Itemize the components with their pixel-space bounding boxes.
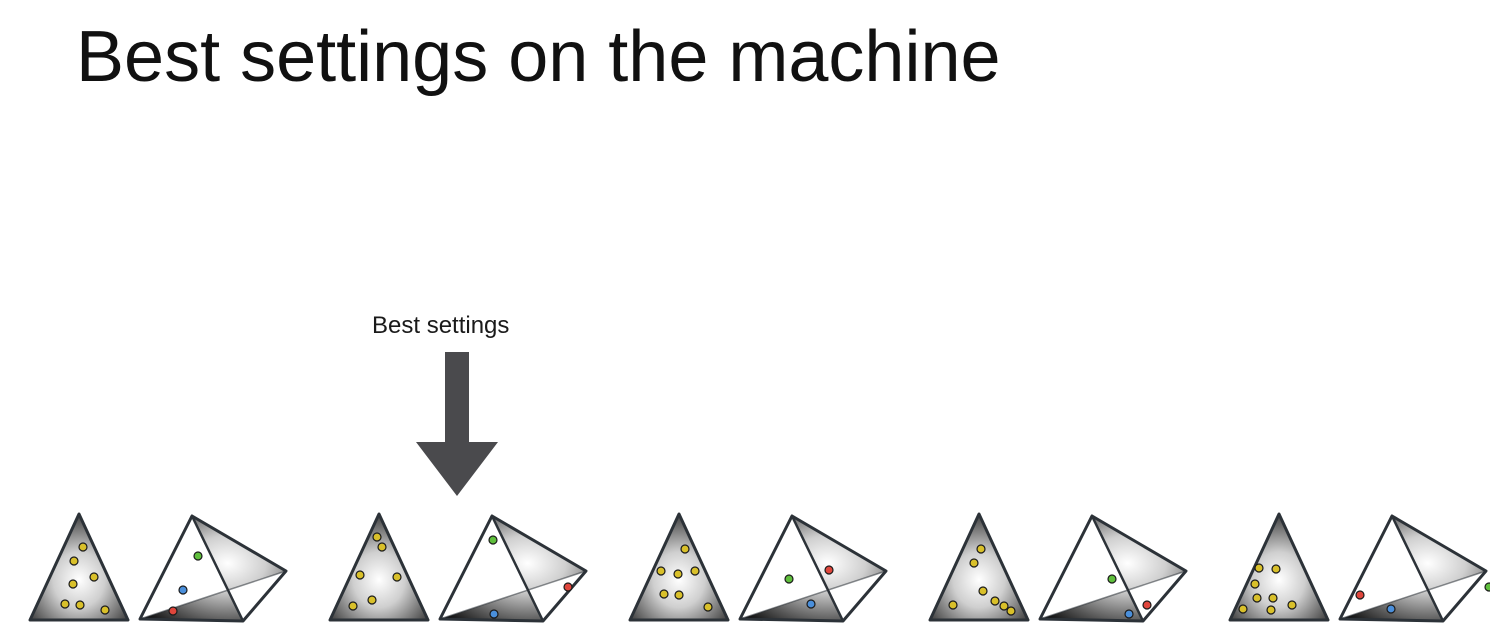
- tetra-face: [140, 516, 286, 621]
- tetra-edge: [790, 515, 845, 622]
- dot-blue: [1386, 604, 1396, 614]
- dot-blue: [806, 599, 816, 609]
- triangle-face: [628, 512, 730, 622]
- dot-yellow: [372, 532, 382, 542]
- dot-yellow: [1287, 600, 1297, 610]
- down-arrow-icon: [416, 352, 498, 496]
- down-arrow-shape: [416, 352, 498, 496]
- best-settings-label: Best settings: [372, 312, 510, 339]
- dot-blue: [489, 609, 499, 619]
- dot-yellow: [1252, 593, 1262, 603]
- dot-yellow: [1250, 579, 1260, 589]
- dot-yellow: [68, 579, 78, 589]
- shape-pair: [1226, 505, 1496, 629]
- triangle-diagram: [1228, 512, 1330, 622]
- dot-yellow: [674, 590, 684, 600]
- dot-yellow: [948, 600, 958, 610]
- tetra-edge: [490, 515, 545, 622]
- dot-yellow: [990, 596, 1000, 606]
- dot-yellow: [1271, 564, 1281, 574]
- dot-yellow: [377, 542, 387, 552]
- dot-yellow: [659, 589, 669, 599]
- dot-red: [563, 582, 573, 592]
- tetra-hidden-edge: [1339, 570, 1487, 620]
- shape-pair: [26, 505, 296, 629]
- dot-yellow: [1266, 605, 1276, 615]
- shape-pair: [926, 505, 1196, 629]
- dot-yellow: [1254, 563, 1264, 573]
- dot-blue: [1124, 609, 1134, 619]
- dot-yellow: [656, 566, 666, 576]
- slide-title: Best settings on the machine: [76, 17, 1001, 97]
- dot-yellow: [355, 570, 365, 580]
- dot-yellow: [978, 586, 988, 596]
- tetra-face: [440, 516, 586, 621]
- dot-yellow: [999, 601, 1009, 611]
- triangle-diagram: [628, 512, 730, 622]
- dot-green: [784, 574, 794, 584]
- dot-red: [168, 606, 178, 616]
- triangle-diagram: [928, 512, 1030, 622]
- dot-yellow: [1006, 606, 1016, 616]
- tetra-hidden-edge: [739, 570, 887, 620]
- dot-green: [193, 551, 203, 561]
- dot-yellow: [969, 558, 979, 568]
- dot-red: [1355, 590, 1365, 600]
- triangle-diagram: [328, 512, 430, 622]
- dot-green: [1484, 582, 1490, 592]
- tetra-hidden-edge: [1039, 570, 1187, 620]
- triangle-face: [928, 512, 1030, 622]
- dot-yellow: [100, 605, 110, 615]
- dot-yellow: [367, 595, 377, 605]
- triangle-diagram: [28, 512, 130, 622]
- dot-yellow: [703, 602, 713, 612]
- tetra-edge: [190, 515, 245, 622]
- dot-yellow: [680, 544, 690, 554]
- dot-yellow: [75, 600, 85, 610]
- shapes-row: [0, 505, 1499, 629]
- dot-red: [824, 565, 834, 575]
- shape-pair: [626, 505, 896, 629]
- tetrahedron-diagram: [138, 514, 288, 623]
- dot-yellow: [78, 542, 88, 552]
- tetra-face: [1340, 516, 1486, 621]
- triangle-face: [328, 512, 430, 622]
- tetrahedron-diagram: [1338, 514, 1490, 623]
- triangle-face: [28, 512, 130, 622]
- shape-pair-best: [326, 505, 596, 629]
- dot-yellow: [392, 572, 402, 582]
- tetra-face: [1040, 516, 1186, 621]
- tetra-edge: [1390, 515, 1445, 622]
- dot-yellow: [1238, 604, 1248, 614]
- dot-yellow: [69, 556, 79, 566]
- dot-yellow: [348, 601, 358, 611]
- dot-green: [1107, 574, 1117, 584]
- tetra-hidden-edge: [439, 570, 587, 620]
- dot-yellow: [690, 566, 700, 576]
- tetrahedron-diagram: [1038, 514, 1188, 623]
- tetra-edge: [1090, 515, 1145, 622]
- dot-yellow: [976, 544, 986, 554]
- tetrahedron-diagram: [438, 514, 588, 623]
- dot-yellow: [60, 599, 70, 609]
- dot-yellow: [1268, 593, 1278, 603]
- tetrahedron-diagram: [738, 514, 888, 623]
- tetra-hidden-edge: [139, 570, 287, 620]
- dot-blue: [178, 585, 188, 595]
- dot-yellow: [89, 572, 99, 582]
- dot-green: [488, 535, 498, 545]
- dot-yellow: [673, 569, 683, 579]
- dot-red: [1142, 600, 1152, 610]
